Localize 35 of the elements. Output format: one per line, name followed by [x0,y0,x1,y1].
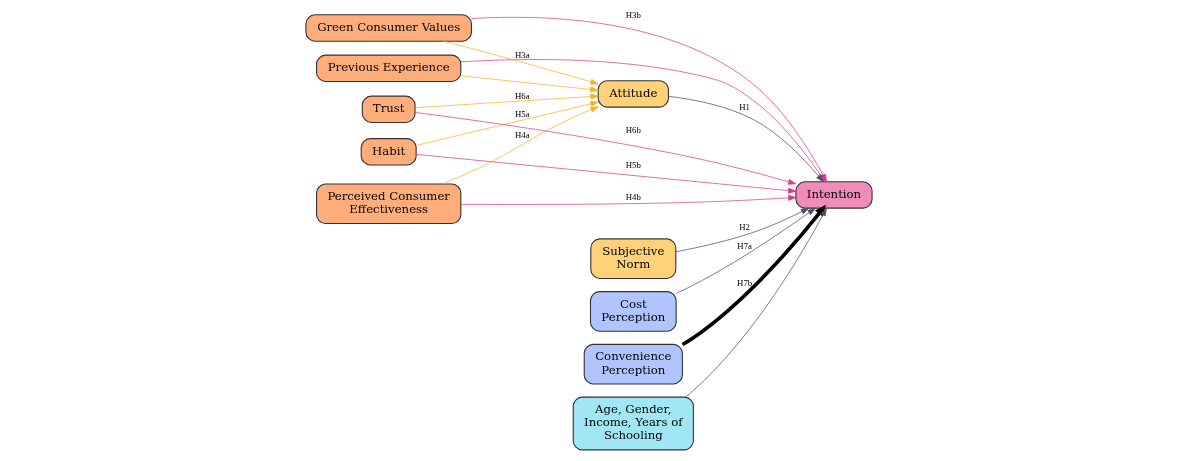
arrow [675,207,816,294]
arrow [414,93,598,109]
arrow [442,40,598,85]
node-box: Green Consumer Values [304,14,472,42]
edge-label: H6a [514,90,530,101]
edge-label: H6b [625,125,641,136]
arrow [415,154,796,194]
edge-label: H7a [736,240,752,251]
node-box: Age, Gender, Income, Years of Schooling [572,396,694,451]
arrow [684,208,827,398]
arrow [681,204,826,347]
node-box: Trust [361,95,416,123]
arrow [460,75,598,93]
arrow [441,106,598,185]
arrow [415,100,598,146]
edge-label: H7b [736,277,752,288]
node-box: Cost Perception [589,291,677,332]
edge-label: H5a [514,109,530,120]
arrow [460,194,796,205]
node-box: Previous Experience [315,54,461,82]
node-box: Habit [360,138,417,166]
edge-label: H3b [625,10,641,21]
edge-label: H2 [738,221,750,232]
edge-label: H5b [625,159,641,170]
edge-label: H4b [625,191,641,202]
node-box: Convenience Perception [583,343,683,385]
node-box: Perceived Consumer Effectiveness [315,183,461,225]
arrow [414,112,796,185]
node-box: Intention [794,181,873,209]
edge-label: H4a [514,129,530,140]
edge-label: H3a [514,50,530,61]
node-box: Subjective Norm [589,238,676,280]
arrow [674,207,809,253]
node-box: Attitude [597,80,669,108]
edge-label: H1 [738,102,750,113]
